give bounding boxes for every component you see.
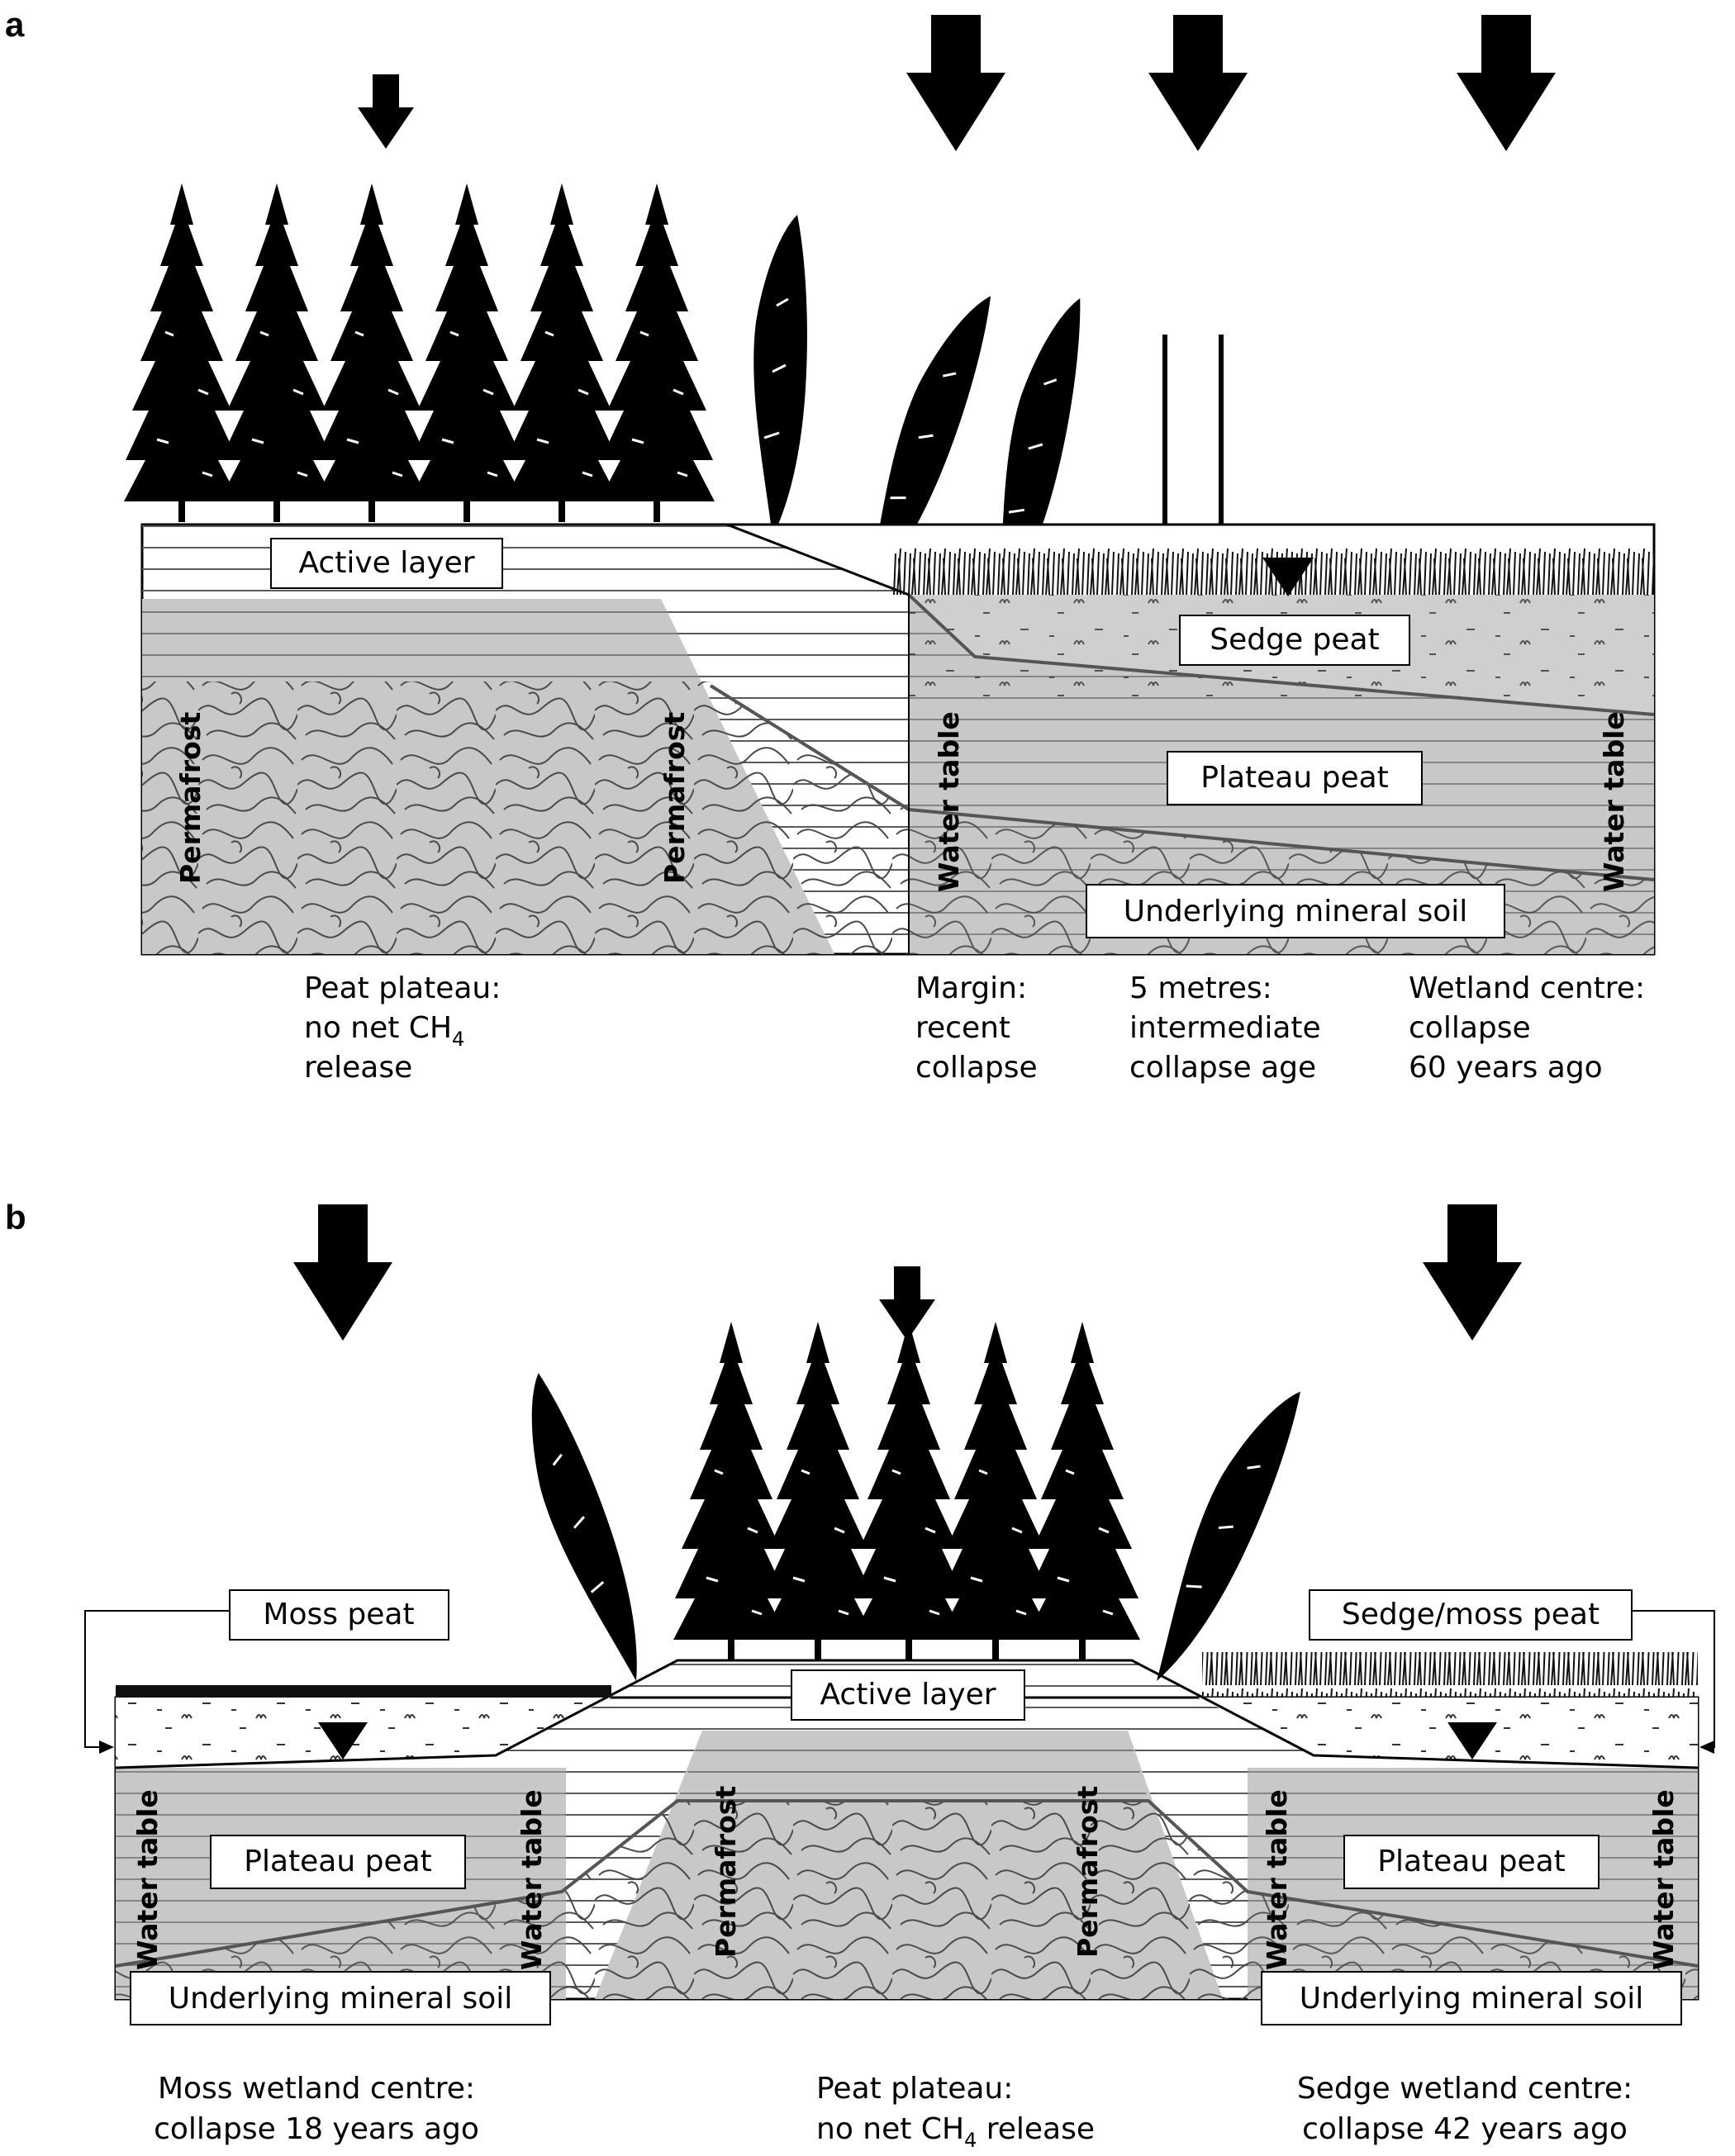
svg-text:Sedge peat: Sedge peat — [1210, 623, 1379, 657]
svg-text:Plateau peat: Plateau peat — [1377, 1845, 1566, 1878]
svg-text:collapse age: collapse age — [1129, 1051, 1316, 1085]
label-water-table: Water table — [1598, 711, 1630, 892]
caption-margin: Margin: recent collapse — [915, 971, 1038, 1085]
label-active-layer: Active layer — [270, 538, 503, 589]
caption-moss-wetland-centre: Moss wetland centre: collapse 18 years a… — [154, 2072, 479, 2146]
svg-text:Moss wetland centre:: Moss wetland centre: — [158, 2072, 475, 2106]
water-table-marker — [1447, 1722, 1497, 1759]
svg-text:Underlying mineral soil: Underlying mineral soil — [1124, 895, 1468, 928]
label-water-table: Water table — [1647, 1789, 1680, 1970]
svg-text:Moss peat: Moss peat — [263, 1598, 414, 1631]
svg-text:5 metres:: 5 metres: — [1129, 971, 1272, 1005]
svg-text:collapse: collapse — [1409, 1011, 1531, 1045]
moss-peat-pointer — [84, 1610, 230, 1748]
flux-arrow-large — [1457, 15, 1556, 151]
flux-arrow-large — [1148, 15, 1248, 151]
water-table-marker — [1262, 558, 1314, 596]
flux-arrow-large — [1423, 1204, 1522, 1341]
label-permafrost: Permafrost — [174, 712, 207, 884]
label-water-table: Water table — [1261, 1789, 1293, 1970]
label-sedge-peat: Sedge peat — [1179, 615, 1410, 666]
svg-text:Sedge wetland centre:: Sedge wetland centre: — [1297, 2072, 1633, 2106]
caption-sedge-wetland-centre: Sedge wetland centre: collapse 42 years … — [1297, 2072, 1633, 2146]
svg-text:Active layer: Active layer — [820, 1678, 996, 1712]
label-permafrost: Permafrost — [1072, 1786, 1104, 1958]
svg-text:Underlying mineral soil: Underlying mineral soil — [1300, 1982, 1644, 2016]
svg-text:collapse 18 years ago: collapse 18 years ago — [154, 2112, 479, 2146]
svg-text:collapse 42 years ago: collapse 42 years ago — [1302, 2112, 1628, 2146]
svg-text:Active layer: Active layer — [298, 546, 474, 580]
svg-text:no net CH4: no net CH4 — [304, 1011, 464, 1051]
label-moss-peat: Moss peat — [229, 1589, 449, 1641]
svg-text:Plateau peat: Plateau peat — [1200, 761, 1389, 795]
svg-text:Underlying mineral soil: Underlying mineral soil — [169, 1982, 513, 2016]
label-water-table: Water table — [933, 711, 965, 892]
svg-text:recent: recent — [915, 1011, 1010, 1045]
label-plateau-peat: Plateau peat — [210, 1835, 466, 1889]
caption-peat-plateau: Peat plateau: no net CH4 release — [304, 971, 501, 1085]
svg-text:Plateau peat: Plateau peat — [244, 1845, 432, 1878]
label-mineral-soil: Underlying mineral soil — [1261, 1971, 1682, 2025]
label-plateau-peat: Plateau peat — [1343, 1835, 1600, 1889]
spruce-trees — [497, 1320, 1311, 1696]
svg-text:Margin:: Margin: — [915, 971, 1027, 1005]
svg-text:60 years ago: 60 years ago — [1409, 1051, 1603, 1085]
panel-a-letter: a — [5, 5, 25, 44]
label-active-layer: Active layer — [791, 1669, 1025, 1721]
caption-wetland-centre: Wetland centre: collapse 60 years ago — [1409, 971, 1645, 1085]
caption-peat-plateau: Peat plateau: no net CH4 release — [816, 2072, 1095, 2152]
svg-text:Peat plateau:: Peat plateau: — [816, 2072, 1013, 2106]
label-sedge-moss-peat: Sedge/moss peat — [1309, 1589, 1633, 1641]
svg-text:Wetland centre:: Wetland centre: — [1409, 971, 1645, 1005]
svg-text:Sedge/moss peat: Sedge/moss peat — [1342, 1598, 1600, 1631]
label-mineral-soil: Underlying mineral soil — [1086, 884, 1505, 938]
svg-text:intermediate: intermediate — [1129, 1011, 1321, 1045]
label-permafrost: Permafrost — [710, 1786, 742, 1958]
label-mineral-soil: Underlying mineral soil — [130, 1971, 551, 2025]
svg-text:release: release — [304, 1051, 412, 1085]
flux-arrow-small — [358, 74, 414, 149]
label-plateau-peat: Plateau peat — [1167, 751, 1423, 805]
panel-b-letter: b — [5, 1198, 26, 1237]
flux-arrow-large — [906, 15, 1005, 151]
caption-five-metres: 5 metres: intermediate collapse age — [1129, 971, 1321, 1085]
label-water-table: Water table — [131, 1789, 164, 1970]
label-permafrost: Permafrost — [658, 712, 691, 884]
flux-arrow-large — [293, 1204, 392, 1341]
water-table-marker — [318, 1722, 368, 1759]
svg-text:Peat plateau:: Peat plateau: — [304, 971, 501, 1005]
label-water-table: Water table — [516, 1789, 548, 1970]
svg-text:collapse: collapse — [915, 1051, 1038, 1085]
svg-text:no net CH4 release: no net CH4 release — [816, 2112, 1095, 2152]
